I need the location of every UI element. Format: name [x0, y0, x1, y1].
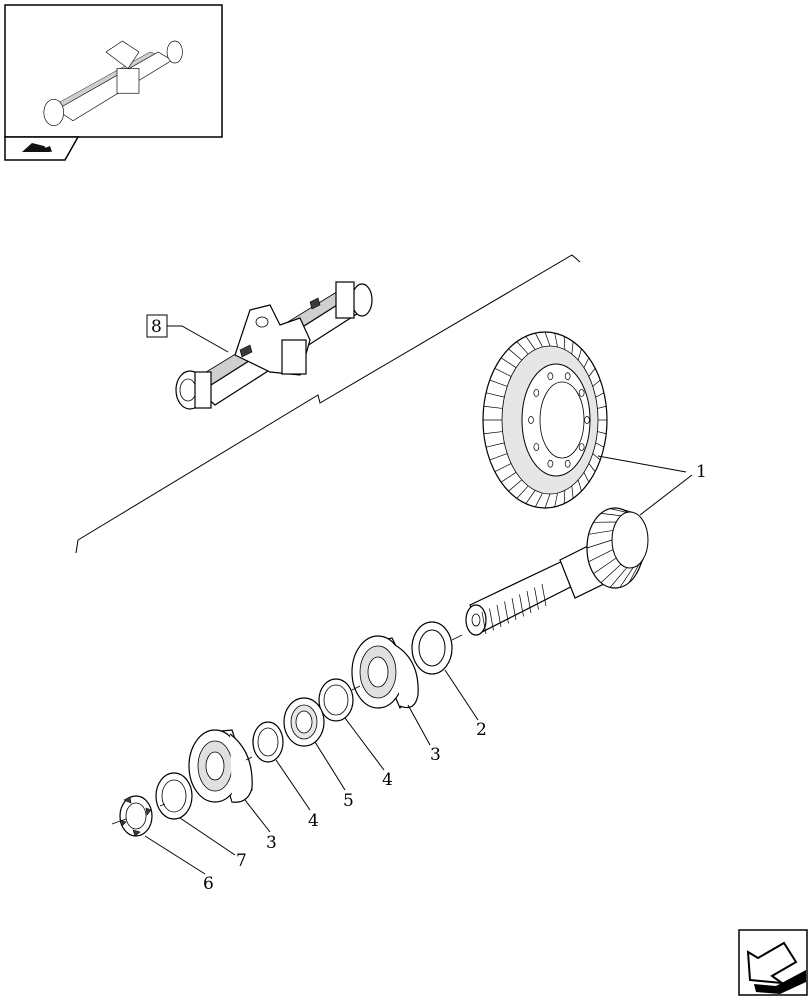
callout-7: 7 [236, 851, 247, 871]
callout-4a: 4 [382, 770, 393, 790]
pinion-shaft [465, 507, 649, 636]
callout-6: 6 [203, 874, 214, 894]
bearing-3-lower [188, 729, 253, 803]
thumbnail-toggle-icon[interactable] [4, 136, 80, 161]
callout-2: 2 [476, 720, 487, 740]
next-page-arrow-icon[interactable] [738, 929, 808, 996]
shim-4-lower [252, 721, 284, 763]
assembly-axis [111, 634, 463, 825]
assembly-bracket [75, 254, 581, 554]
washer-7 [155, 772, 193, 820]
leader-8 [167, 325, 229, 353]
leader-1b [639, 474, 693, 516]
leader-3b [244, 799, 271, 833]
callout-4b: 4 [308, 811, 319, 831]
leader-2 [444, 669, 479, 721]
callout-8: 8 [151, 317, 162, 337]
axle-assembly [175, 281, 373, 410]
leader-4b [275, 759, 311, 811]
leader-1a [597, 455, 687, 473]
bearing-3-upper [351, 635, 419, 710]
axle-thumbnail[interactable] [4, 4, 223, 138]
callout-3a: 3 [430, 745, 441, 765]
leader-5 [314, 741, 346, 791]
callout-3b: 3 [266, 833, 277, 853]
callout-1: 1 [696, 462, 707, 482]
callout-5: 5 [343, 791, 354, 811]
shim-4-upper [318, 678, 354, 722]
spacer-5 [283, 697, 325, 747]
leader-7 [179, 817, 236, 856]
leader-4a [344, 717, 385, 771]
washer-2 [411, 621, 453, 675]
nut-6 [119, 795, 153, 837]
leader-3a [407, 704, 431, 746]
leader-6 [144, 835, 206, 875]
ring-gear [482, 331, 608, 509]
